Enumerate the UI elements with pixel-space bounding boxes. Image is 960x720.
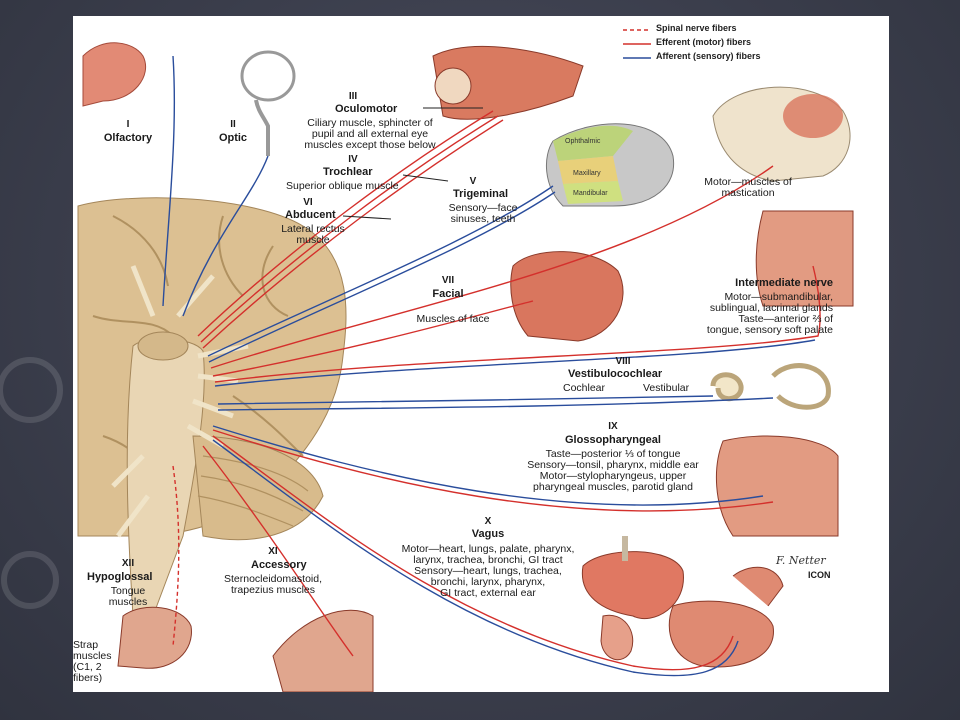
facial-name: Facial: [432, 288, 464, 300]
fiber-facial: [212, 300, 534, 377]
region-maxillary: Maxillary: [573, 170, 601, 177]
fiber-glossopharyngeal: [212, 425, 764, 506]
intermediate-name: Intermediate nerve: [735, 277, 833, 289]
artist-signature: F. Netter: [776, 554, 826, 567]
vestibulocochlear-number: VIII: [615, 356, 631, 367]
vagus-desc-5: GI tract, external ear: [440, 587, 536, 599]
vagus-name: Vagus: [471, 528, 505, 540]
optic-name: Optic: [218, 132, 248, 144]
trochlear-name: Trochlear: [323, 166, 373, 178]
leader-abducent: [342, 215, 392, 220]
hypoglossal-desc-2: muscles: [108, 596, 148, 608]
orbit-illustration: [432, 45, 584, 120]
glossopharyngeal-desc-4: pharyngeal muscles, parotid gland: [533, 481, 693, 493]
strap-3: (C1, 2: [73, 661, 102, 673]
tongue-illustration: [117, 606, 192, 669]
trochlear-number: IV: [348, 154, 358, 165]
vagus-desc-3: Sensory—heart, lungs, trachea,: [414, 565, 562, 577]
oculomotor-desc-3: muscles except those below: [304, 139, 436, 151]
region-mandibular: Mandibular: [573, 190, 608, 197]
hypoglossal-desc-1: Tongue: [110, 585, 146, 597]
publisher-logo: ICON: [808, 570, 831, 580]
vestibular-branch: Vestibular: [643, 382, 690, 394]
cochlear-branch: Cochlear: [563, 382, 606, 394]
vagus-number: X: [484, 516, 492, 527]
cerebellum: [192, 435, 324, 541]
trigeminal-desc-2: sinuses, teeth: [450, 213, 516, 225]
trigeminal-motor-1: Motor—muscles of: [704, 176, 792, 188]
fiber-optic: [182, 155, 269, 317]
fiber-intermediate: [214, 265, 821, 383]
cranial-nerves-diagram: Spinal nerve fibers Efferent (motor) fib…: [73, 16, 889, 692]
glossopharyngeal-desc-2: Sensory—tonsil, pharynx, middle ear: [527, 459, 699, 471]
oculomotor-number: III: [348, 91, 358, 102]
accessory-name: Accessory: [251, 559, 307, 571]
glossopharyngeal-number: IX: [608, 421, 618, 432]
gi-tract-illustration: [668, 600, 774, 668]
olfactory-number: I: [126, 119, 130, 130]
abducent-name: Abducent: [285, 209, 336, 221]
fiber-accessory: [202, 445, 354, 657]
trigeminal-motor-2: mastication: [721, 187, 775, 199]
vagus-desc-1: Motor—heart, lungs, palate, pharynx,: [401, 543, 575, 555]
strap-2: muscles: [73, 650, 112, 662]
trigeminal-number: V: [469, 176, 477, 187]
hypoglossal-name: Hypoglossal: [87, 571, 153, 583]
eye-illustration: [240, 50, 296, 102]
abducent-desc-1: Lateral rectus: [281, 223, 345, 235]
oculomotor-desc-1: Ciliary muscle, sphincter of: [307, 117, 433, 129]
region-ophthalmic: Ophthalmic: [565, 138, 601, 145]
intermediate-desc-1: Motor—submandibular,: [724, 291, 833, 303]
intermediate-desc-3: Taste—anterior ⅔ of: [738, 313, 833, 325]
accessory-desc-1: Sternocleidomastoid,: [223, 573, 323, 585]
strap-1: Strap: [73, 639, 99, 651]
inner-ear-illustration: [710, 372, 744, 402]
abducent-desc-2: muscle: [296, 234, 330, 246]
fiber-vagus: [212, 435, 734, 671]
glossopharyngeal-name: Glossopharyngeal: [565, 434, 661, 446]
optic-number: II: [230, 119, 236, 130]
oculomotor-desc-2: pupil and all external eye: [311, 128, 429, 140]
trochlear-desc: Superior oblique muscle: [286, 180, 399, 192]
head-section-intermediate: [755, 210, 854, 307]
olfactory-name: Olfactory: [103, 132, 153, 144]
legend-efferent: Efferent (motor) fibers: [656, 37, 752, 47]
accessory-number: XI: [268, 546, 278, 557]
trigeminal-name: Trigeminal: [453, 188, 509, 200]
fiber-oculomotor: [197, 110, 494, 337]
diagram-artwork: [77, 29, 854, 692]
ear-external-illustration: [600, 614, 634, 661]
fiber-trochlear: [202, 119, 504, 349]
glossopharyngeal-desc-3: Motor—stylopharyngeus, upper: [539, 470, 687, 482]
intermediate-desc-2: sublingual, lacrimal glands: [709, 302, 833, 314]
facial-number: VII: [441, 275, 455, 286]
leader-trochlear: [402, 174, 449, 182]
nose-illustration: [82, 42, 147, 107]
hypoglossal-number: XII: [121, 558, 135, 569]
oculomotor-name: Oculomotor: [335, 103, 398, 115]
fiber-hypoglossal: [172, 465, 180, 647]
facial-desc: Muscles of face: [416, 313, 490, 325]
strap-4: fibers): [73, 672, 103, 684]
throat-section-illustration: [716, 435, 839, 537]
neck-illustration: [272, 609, 374, 692]
legend-afferent: Afferent (sensory) fibers: [656, 51, 761, 61]
accessory-desc-2: trapezius muscles: [230, 584, 316, 596]
heart-lungs-illustration: [581, 551, 684, 620]
fiber-trigeminal: [207, 185, 554, 357]
vestibulocochlear-name: Vestibulocochlear: [568, 368, 663, 380]
trigeminal-desc-1: Sensory—face: [448, 202, 518, 214]
watermark-decoration: [0, 357, 63, 609]
legend-spinal: Spinal nerve fibers: [656, 23, 737, 33]
intermediate-desc-4: tongue, sensory soft palate: [706, 324, 833, 336]
face-illustration: [510, 251, 624, 342]
vagus-desc-2: larynx, trachea, bronchi, GI tract: [413, 554, 563, 566]
glossopharyngeal-desc-1: Taste—posterior ⅓ of tongue: [545, 448, 681, 460]
abducent-number: VI: [303, 197, 313, 208]
fiber-olfactory: [162, 55, 176, 307]
fiber-vestibulocochlear: [217, 395, 714, 405]
vagus-desc-4: bronchi, larynx, pharynx,: [430, 576, 546, 588]
